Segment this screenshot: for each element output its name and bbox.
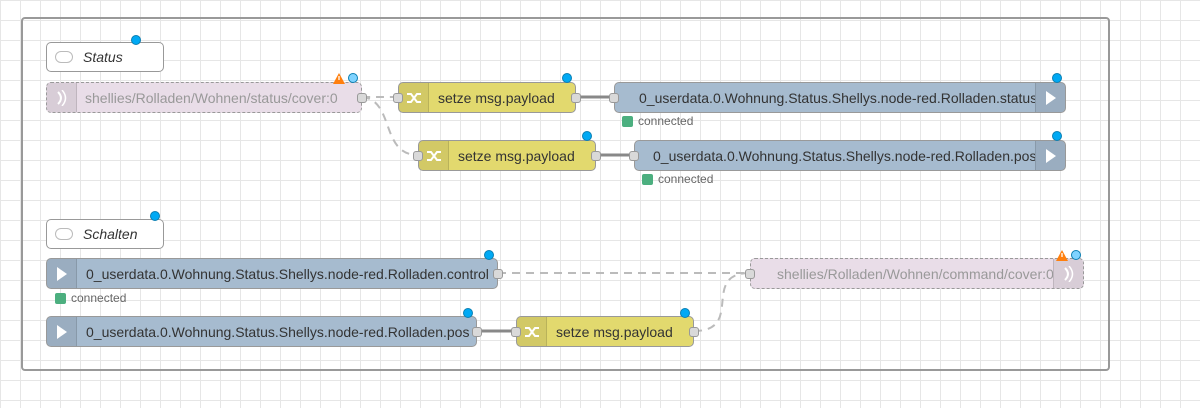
status-text: connected [658, 172, 714, 186]
mqtt-in-node[interactable]: shellies/Rolladen/Wohnen/status/cover:0 [46, 82, 367, 113]
output-port[interactable] [591, 150, 601, 161]
change-node-3[interactable]: setze msg.payload [511, 316, 699, 347]
comment-icon [55, 51, 73, 63]
arrow-right-icon [47, 317, 77, 346]
node-label: 0_userdata.0.Wohnung.Status.Shellys.node… [653, 147, 1035, 164]
flow-group-box[interactable] [21, 17, 1110, 371]
shuffle-icon [399, 83, 429, 112]
warning-triangle-icon [1056, 250, 1068, 261]
arrow-right-icon [1035, 83, 1065, 112]
output-port[interactable] [357, 92, 367, 103]
change-node-1[interactable]: setze msg.payload [393, 82, 581, 113]
wire-mqtt-to-change2[interactable] [361, 96, 419, 156]
warning-triangle-icon [333, 73, 345, 84]
output-port[interactable] [472, 326, 482, 337]
input-port[interactable] [511, 326, 521, 337]
mqtt-out-node[interactable]: shellies/Rolladen/Wohnen/command/cover:0 [745, 258, 1084, 289]
changed-indicator [680, 308, 690, 318]
iobroker-out-node-pos[interactable]: 0_userdata.0.Wohnung.Status.Shellys.node… [629, 140, 1066, 171]
changed-indicator [1052, 73, 1062, 83]
input-port[interactable] [413, 150, 423, 161]
output-port[interactable] [571, 92, 581, 103]
output-port[interactable] [689, 326, 699, 337]
arrow-right-icon [1035, 141, 1065, 170]
node-label: setze msg.payload [556, 323, 673, 340]
changed-indicator [150, 211, 160, 221]
iobroker-in-node-control[interactable]: 0_userdata.0.Wohnung.Status.Shellys.node… [46, 258, 503, 289]
comment-label: Status [83, 49, 123, 65]
comment-icon [55, 228, 73, 240]
comment-node-schalten[interactable]: Schalten [46, 219, 164, 249]
input-port[interactable] [745, 268, 755, 279]
shuffle-icon [419, 141, 449, 170]
node-label: 0_userdata.0.Wohnung.Status.Shellys.node… [86, 265, 489, 282]
status-dot [642, 173, 653, 185]
input-port[interactable] [393, 92, 403, 103]
iobroker-in-node-pos[interactable]: 0_userdata.0.Wohnung.Status.Shellys.node… [46, 316, 482, 347]
status-dot [622, 115, 633, 127]
shuffle-icon [517, 317, 547, 346]
comment-node-status[interactable]: Status [46, 42, 164, 72]
node-label: 0_userdata.0.Wohnung.Status.Shellys.node… [639, 89, 1035, 106]
node-label: shellies/Rolladen/Wohnen/command/cover:0 [777, 265, 1053, 282]
wire-change3-to-mqtt-out[interactable] [693, 272, 751, 332]
changed-indicator [562, 73, 572, 83]
arrow-right-icon [47, 259, 77, 288]
node-label: shellies/Rolladen/Wohnen/status/cover:0 [85, 89, 338, 106]
input-port[interactable] [629, 150, 639, 161]
node-status-connected: connected [55, 291, 126, 305]
input-port[interactable] [609, 92, 619, 103]
node-status-connected: connected [622, 114, 693, 128]
signal-waves-icon [47, 83, 77, 112]
iobroker-out-node-status[interactable]: 0_userdata.0.Wohnung.Status.Shellys.node… [609, 82, 1066, 113]
change-node-2[interactable]: setze msg.payload [413, 140, 601, 171]
node-status-connected: connected [642, 172, 713, 186]
changed-indicator [1071, 250, 1081, 260]
status-text: connected [71, 291, 127, 305]
changed-indicator [582, 131, 592, 141]
node-label: setze msg.payload [458, 147, 575, 164]
changed-indicator [348, 73, 358, 83]
changed-indicator [131, 35, 141, 45]
comment-label: Schalten [83, 226, 138, 242]
status-dot [55, 292, 66, 304]
signal-waves-icon [1053, 259, 1083, 288]
node-label: 0_userdata.0.Wohnung.Status.Shellys.node… [86, 323, 470, 340]
changed-indicator [1052, 131, 1062, 141]
changed-indicator [463, 308, 473, 318]
node-label: setze msg.payload [438, 89, 555, 106]
changed-indicator [484, 250, 494, 260]
status-text: connected [638, 114, 694, 128]
output-port[interactable] [493, 268, 503, 279]
